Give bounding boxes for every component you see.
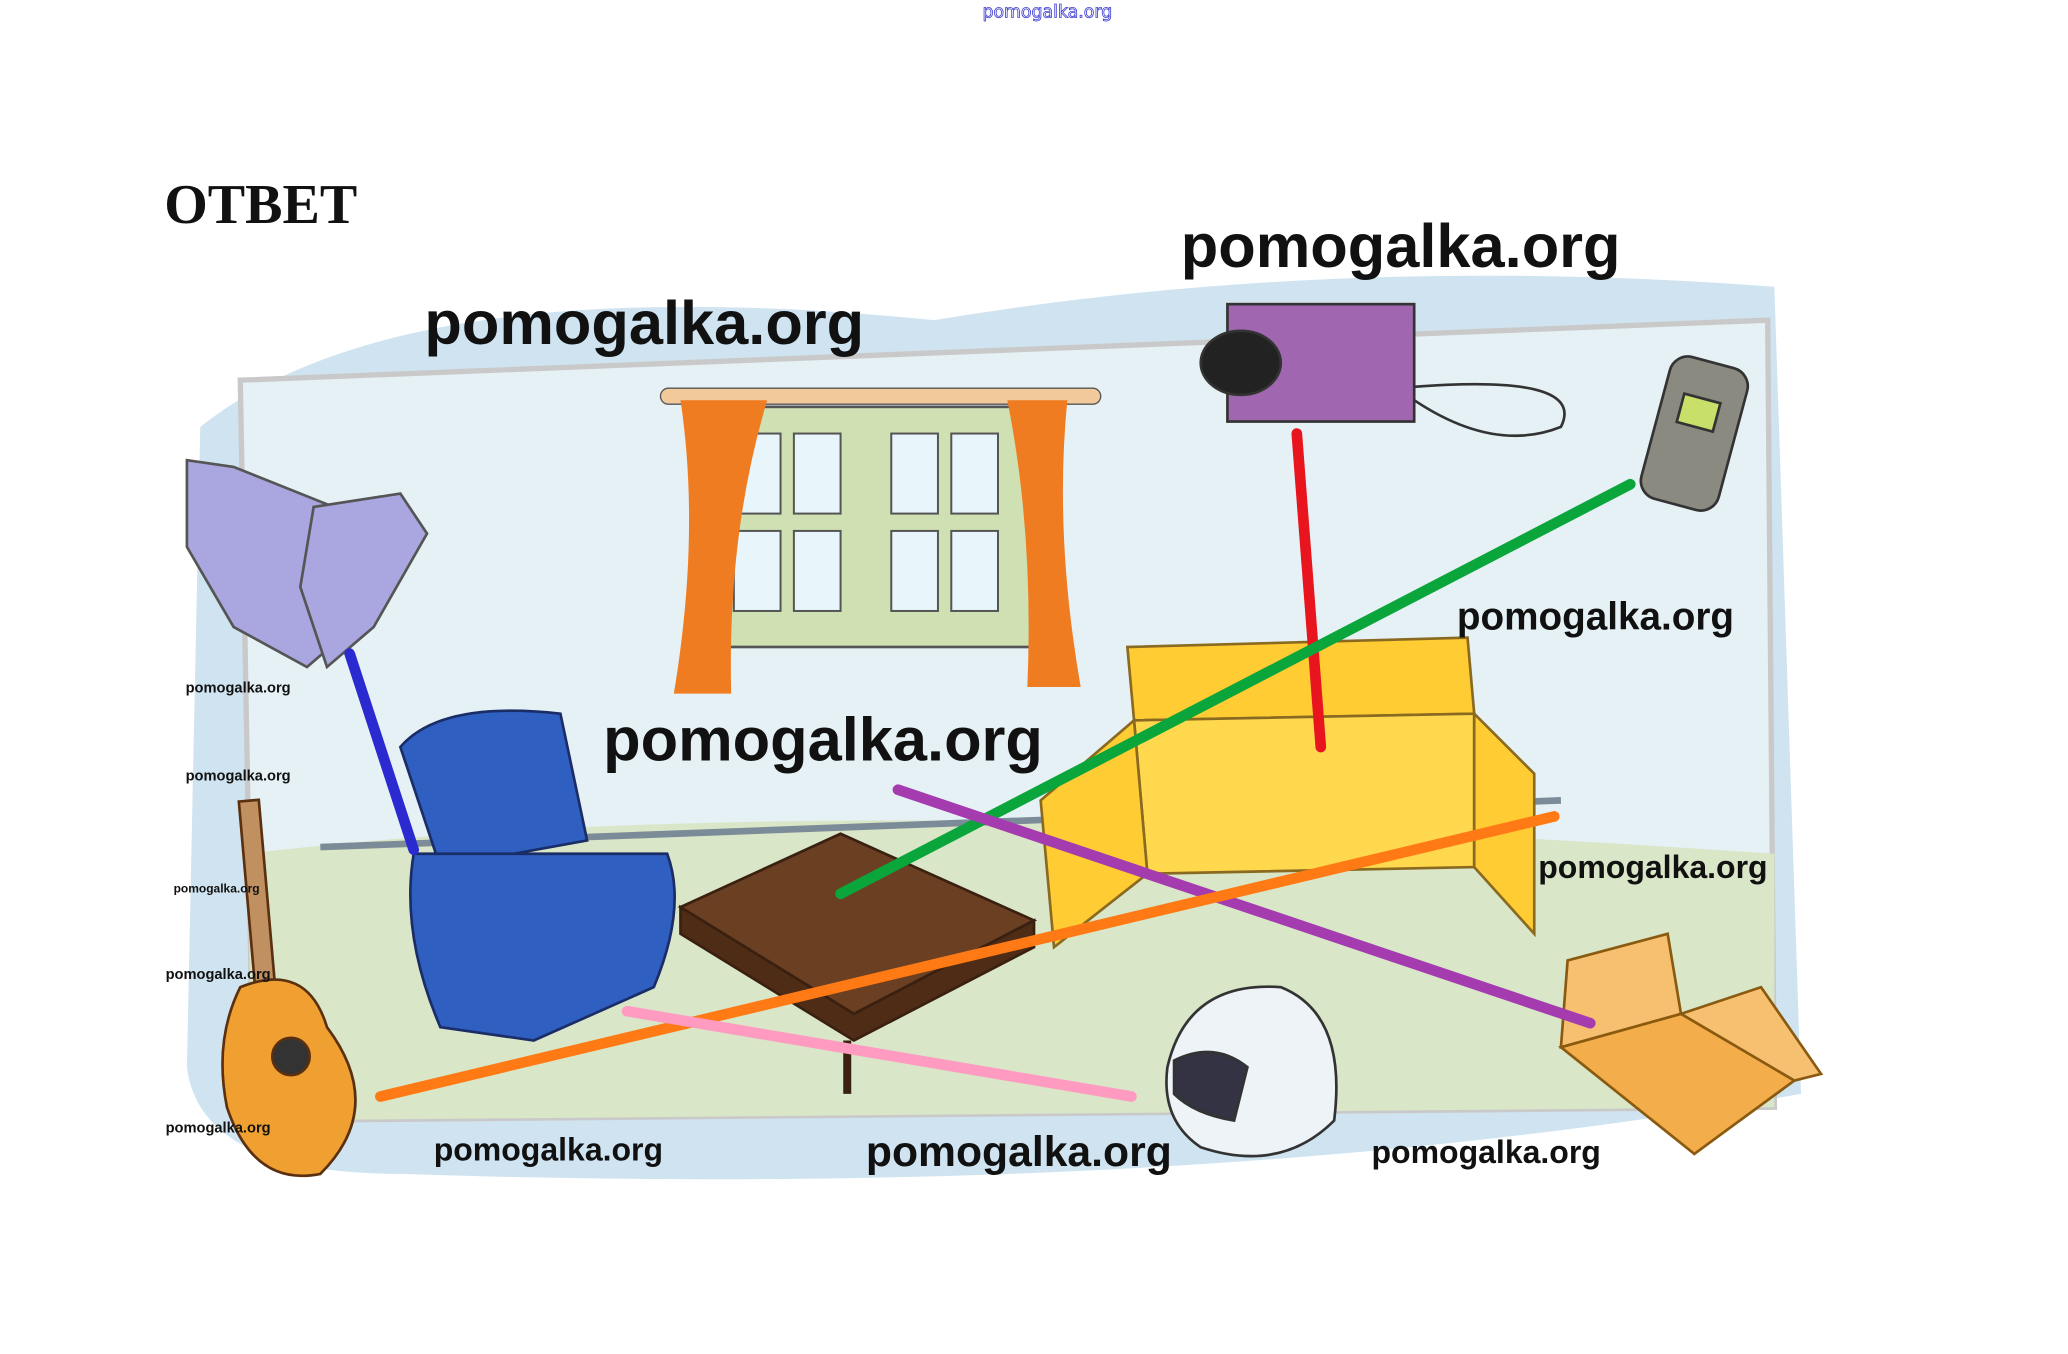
helmet [1165, 985, 1338, 1158]
camera [1199, 302, 1566, 438]
line-purple-box [892, 784, 1596, 1029]
gloves [185, 458, 429, 670]
top-watermark: pomogalka.org [982, 2, 1112, 22]
window [659, 387, 1102, 694]
watermark: pomogalka.org [166, 1121, 271, 1137]
page-title: ОТВЕТ [164, 174, 357, 236]
line-guitar-shelf [375, 811, 1560, 1102]
answer-lines [344, 428, 1636, 1102]
watermark: pomogalka.org [174, 881, 260, 895]
line-phone-table [835, 478, 1636, 900]
watermarks: pomogalka.org pomogalka.org pomogalka.or… [166, 212, 1768, 1176]
line-camera-shelf [1291, 428, 1327, 753]
watermark: pomogalka.org [166, 967, 271, 983]
coffee-table [677, 832, 1038, 1094]
watermark: pomogalka.org [186, 768, 291, 784]
watermark: pomogalka.org [1181, 212, 1621, 281]
line-armchair-helmet [621, 1005, 1137, 1102]
watermark: pomogalka.org [434, 1132, 663, 1168]
watermark: pomogalka.org [1538, 849, 1767, 885]
watermark: pomogalka.org [603, 705, 1043, 774]
watermark: pomogalka.org [424, 289, 864, 358]
guitar [221, 798, 357, 1178]
line-gloves-armchair [344, 648, 420, 856]
armchair [398, 709, 676, 1042]
mobile-phone [1639, 355, 1750, 512]
watermark: pomogalka.org [1371, 1134, 1600, 1170]
watermark: pomogalka.org [186, 680, 291, 696]
watermark: pomogalka.org [1457, 596, 1734, 639]
watermark: pomogalka.org [866, 1128, 1172, 1176]
